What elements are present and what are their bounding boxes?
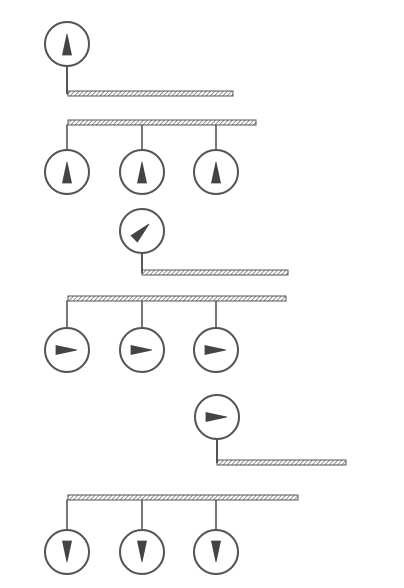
gauge-pointer-down <box>211 540 221 563</box>
hatched-bar <box>141 269 289 276</box>
gauge-pointer-right <box>204 345 227 355</box>
gauge-pointer-right <box>205 412 228 422</box>
gauge-pointer-up-right <box>130 223 150 243</box>
gauge-pointer-down <box>137 540 147 563</box>
gauge-pointer-up <box>62 33 72 56</box>
gauge-pointer-right <box>55 345 78 355</box>
hatched-bar <box>67 295 287 302</box>
gauge-pointer-up <box>62 161 72 184</box>
hatched-bar <box>67 119 257 126</box>
hatched-bar <box>67 494 299 501</box>
hatched-bar <box>67 90 234 97</box>
gauge-pointer-up <box>211 161 221 184</box>
hatched-bar <box>216 459 347 466</box>
gauge-pointer-up <box>137 161 147 184</box>
gauge-pointer-right <box>130 345 153 355</box>
gauge-pointer-down <box>62 540 72 563</box>
